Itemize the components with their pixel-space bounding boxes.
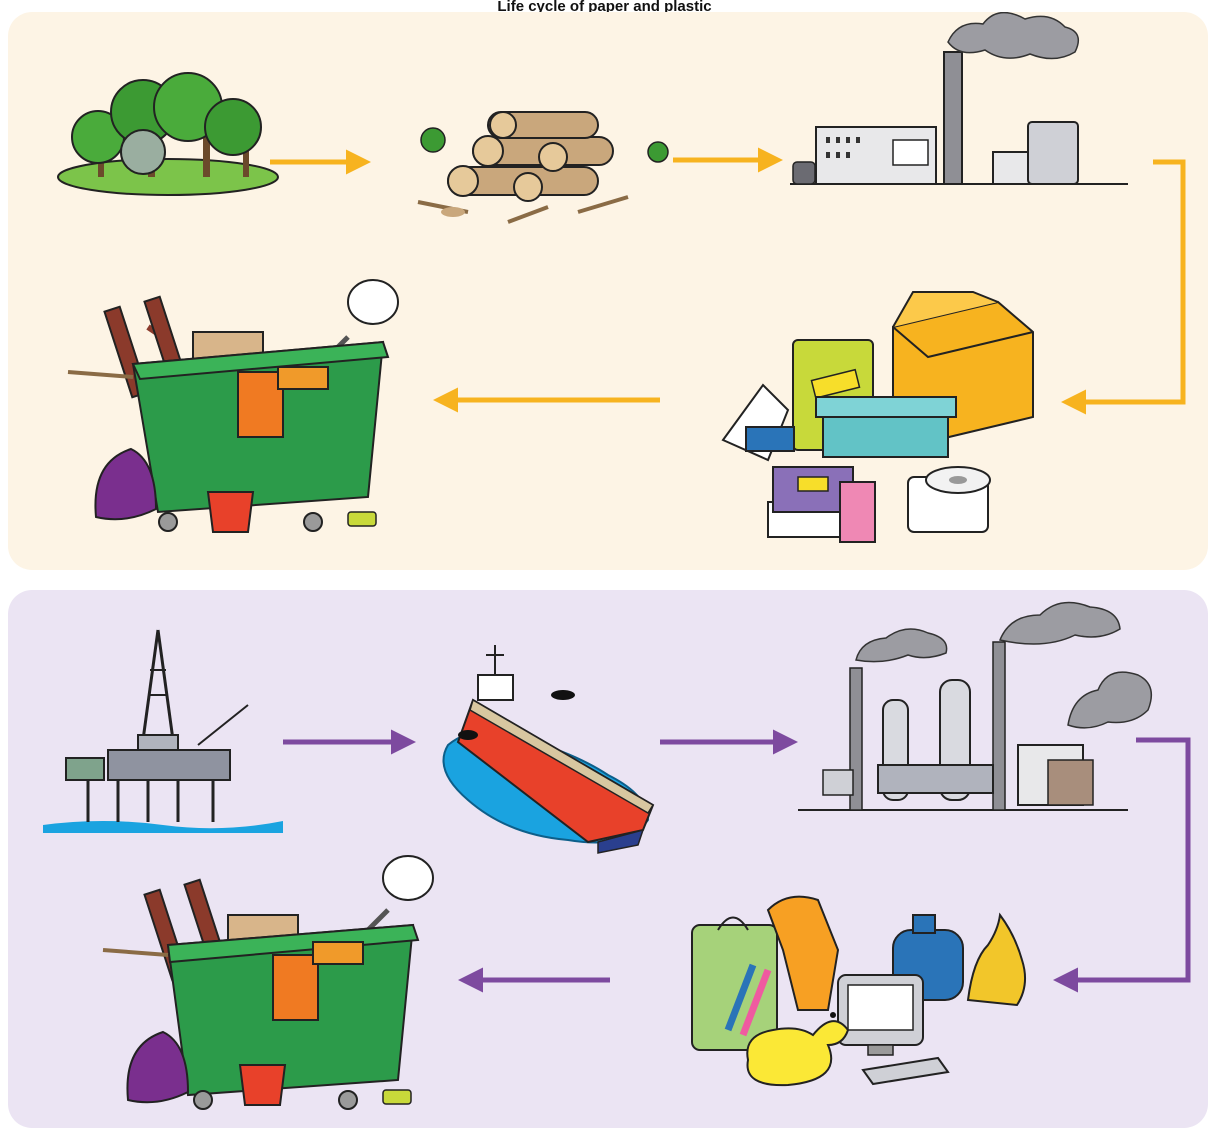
paper-arrow-3 [1061, 159, 1186, 415]
dumpster-icon [102, 855, 434, 1110]
plastic-cycle-panel [8, 590, 1208, 1128]
forest-icon [57, 72, 279, 196]
refinery-icon [798, 601, 1153, 811]
plastic-cycle-canvas [8, 590, 1208, 1128]
dumpster-icon [67, 279, 399, 533]
paper-cycle-panel [8, 12, 1208, 570]
tanker-ship-icon [442, 645, 655, 854]
oil-rig-icon [43, 629, 283, 833]
logs-icon [417, 111, 669, 224]
paper-products-icon [721, 291, 1034, 543]
plastic-arrow-3 [1053, 737, 1191, 993]
plastic-products-icon [691, 895, 1027, 1087]
paper-cycle-canvas [8, 12, 1208, 570]
paper-mill-icon [790, 12, 1128, 185]
diagram-title: Life cycle of paper and plastic [497, 0, 712, 15]
